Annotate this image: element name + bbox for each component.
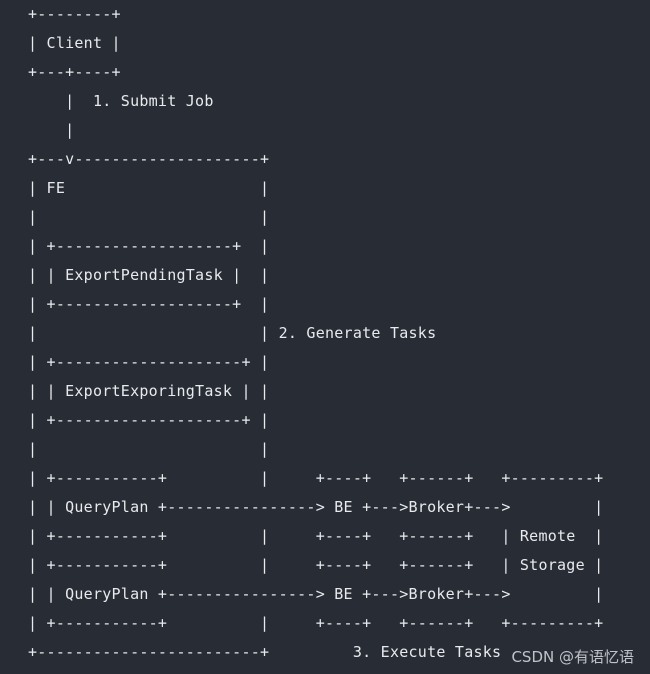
diagram-line-connector: | [28,121,75,139]
diagram-line-client-bottom: +---+----+ [28,63,121,81]
diagram-line-submit-job: | 1. Submit Job [28,92,214,110]
diagram-line-queryplan-2-top: | +-----------+ | +----+ +------+ | Stor… [28,556,604,574]
diagram-line-queryplan-2-bottom: | +-----------+ | +----+ +------+ +-----… [28,614,604,632]
diagram-line-fe-label: | FE | [28,179,270,197]
diagram-line-fe-spacer-1: | | [28,208,270,226]
diagram-line-fe-bottom-execute: +------------------------+ 3. Execute Ta… [28,643,502,661]
diagram-line-queryplan-2-flow: | | QueryPlan +----------------> BE +---… [28,585,604,603]
ascii-architecture-diagram: +--------+ | Client | +---+----+ | 1. Subm… [28,0,603,667]
diagram-line-pending-bottom: | +-------------------+ | [28,295,270,313]
diagram-line-exporting-bottom: | +--------------------+ | [28,411,270,429]
diagram-line-exporting-label: | | ExportExporingTask | | [28,382,270,400]
diagram-line-fe-spacer-2: | | [28,440,270,458]
diagram-line-queryplan-1-flow: | | QueryPlan +----------------> BE +---… [28,498,604,516]
diagram-line-queryplan-1-top: | +-----------+ | +----+ +------+ +-----… [28,469,604,487]
source-watermark: CSDN @有语忆语 [511,648,634,666]
diagram-line-exporting-top: | +--------------------+ | [28,353,270,371]
diagram-line-generate-tasks: | | 2. Generate Tasks [28,324,437,342]
diagram-line-fe-top: +---v--------------------+ [28,150,270,168]
diagram-line-pending-label: | | ExportPendingTask | | [28,266,270,284]
diagram-line-queryplan-1-bottom: | +-----------+ | +----+ +------+ | Remo… [28,527,604,545]
diagram-line-client-top: +--------+ [28,5,121,23]
diagram-line-pending-top: | +-------------------+ | [28,237,270,255]
diagram-line-client-label: | Client | [28,34,121,52]
